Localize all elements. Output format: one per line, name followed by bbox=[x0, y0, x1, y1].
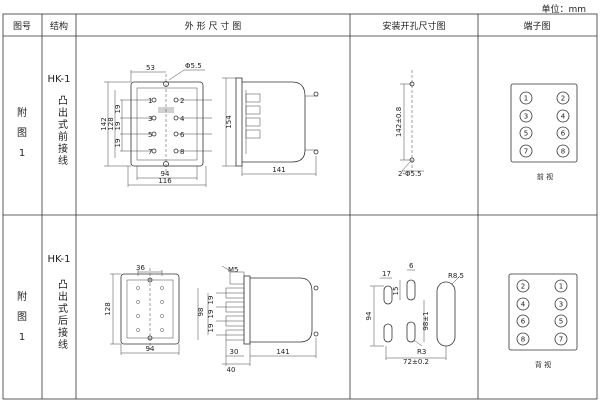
svg-text:8: 8 bbox=[180, 148, 184, 156]
svg-text:出: 出 bbox=[58, 290, 68, 303]
row-2-terminal-diagram: 2 1 4 3 6 5 8 7 背 视 bbox=[508, 273, 578, 369]
svg-text:8: 8 bbox=[561, 148, 565, 156]
svg-text:5: 5 bbox=[524, 130, 528, 138]
svg-text:附: 附 bbox=[17, 290, 27, 303]
svg-text:1: 1 bbox=[19, 148, 25, 159]
svg-text:142±0.8: 142±0.8 bbox=[395, 107, 403, 137]
svg-text:6: 6 bbox=[180, 131, 185, 139]
svg-text:19: 19 bbox=[114, 105, 122, 114]
row-1-figure-no: 附 图 1 bbox=[17, 106, 27, 159]
row-1-structure: 凸 出 式 前 接 线 bbox=[58, 95, 68, 167]
svg-text:94: 94 bbox=[365, 311, 373, 320]
svg-text:式: 式 bbox=[58, 302, 68, 315]
svg-text:19: 19 bbox=[207, 324, 215, 333]
unit-label: 单位：mm bbox=[541, 5, 586, 15]
row-1-mounting: 142±0.8 2-Φ5.5 bbox=[395, 70, 424, 178]
svg-text:94: 94 bbox=[161, 170, 170, 178]
svg-text:1: 1 bbox=[148, 97, 152, 105]
row-2-mounting: 94 17 6 15 98±1 R8.5 R3 72±0.2 bbox=[365, 262, 464, 366]
svg-text:4: 4 bbox=[521, 301, 526, 309]
svg-text:1: 1 bbox=[19, 332, 25, 343]
row-2-structure: 凸 出 式 后 接 线 bbox=[58, 279, 68, 351]
svg-text:53: 53 bbox=[146, 64, 155, 72]
svg-text:前: 前 bbox=[58, 130, 68, 143]
svg-text:98: 98 bbox=[197, 308, 205, 317]
svg-text:3: 3 bbox=[524, 113, 528, 121]
svg-text:141: 141 bbox=[272, 166, 285, 174]
svg-text:2-Φ5.5: 2-Φ5.5 bbox=[398, 170, 422, 178]
row-1-model: HK-1 bbox=[48, 74, 71, 85]
svg-text:154: 154 bbox=[225, 115, 233, 129]
svg-text:19: 19 bbox=[207, 296, 215, 305]
svg-text:7: 7 bbox=[559, 336, 563, 344]
svg-text:凸: 凸 bbox=[58, 95, 68, 107]
svg-text:128: 128 bbox=[104, 302, 112, 315]
header-terminal: 端子图 bbox=[523, 20, 550, 32]
svg-text:凸: 凸 bbox=[58, 279, 68, 291]
svg-text:17: 17 bbox=[382, 270, 391, 278]
svg-text:6: 6 bbox=[561, 130, 566, 138]
svg-text:2: 2 bbox=[521, 283, 525, 291]
svg-text:40: 40 bbox=[227, 366, 236, 374]
svg-text:式: 式 bbox=[58, 118, 68, 131]
svg-text:19: 19 bbox=[207, 310, 215, 319]
svg-text:36: 36 bbox=[136, 264, 145, 272]
svg-text:6: 6 bbox=[409, 262, 414, 270]
row-2-view-label: 背 视 bbox=[535, 360, 551, 369]
svg-text:R3: R3 bbox=[417, 348, 426, 356]
svg-text:94: 94 bbox=[146, 345, 155, 353]
header-structure: 结构 bbox=[50, 20, 68, 32]
row-2-figure-no: 附 图 1 bbox=[17, 290, 27, 343]
svg-text:128: 128 bbox=[107, 117, 115, 130]
svg-text:30: 30 bbox=[230, 348, 239, 356]
svg-text:19: 19 bbox=[114, 139, 122, 148]
svg-text:19: 19 bbox=[114, 122, 122, 131]
svg-text:15: 15 bbox=[392, 287, 400, 296]
svg-text:后: 后 bbox=[58, 315, 68, 327]
header-mounting: 安装开孔尺寸图 bbox=[382, 20, 445, 32]
row-1-side-view: 154 141 bbox=[222, 77, 319, 176]
svg-text:接: 接 bbox=[58, 326, 68, 339]
svg-text:4: 4 bbox=[561, 113, 566, 121]
svg-text:4: 4 bbox=[180, 115, 185, 123]
svg-text:6: 6 bbox=[521, 318, 526, 326]
svg-text:线: 线 bbox=[58, 154, 68, 167]
svg-text:7: 7 bbox=[524, 148, 528, 156]
svg-text:7: 7 bbox=[148, 148, 152, 156]
svg-text:接: 接 bbox=[58, 142, 68, 155]
svg-text:附: 附 bbox=[17, 106, 27, 119]
svg-text:1: 1 bbox=[559, 283, 563, 291]
svg-text:142: 142 bbox=[100, 117, 108, 130]
svg-text:R8.5: R8.5 bbox=[448, 272, 464, 280]
svg-text:出: 出 bbox=[58, 106, 68, 119]
svg-text:8: 8 bbox=[521, 336, 525, 344]
svg-text:72±0.2: 72±0.2 bbox=[403, 358, 429, 366]
svg-text:2: 2 bbox=[180, 97, 184, 105]
svg-text:3: 3 bbox=[148, 115, 152, 123]
svg-text:1: 1 bbox=[524, 95, 528, 103]
svg-text:5: 5 bbox=[559, 318, 563, 326]
svg-text:Φ5.5: Φ5.5 bbox=[185, 62, 202, 70]
header-figure-no: 图号 bbox=[13, 21, 31, 32]
svg-text:2: 2 bbox=[561, 95, 565, 103]
row-1-terminal-diagram: 1 2 3 4 5 6 7 8 前 视 bbox=[510, 83, 578, 181]
svg-text:图: 图 bbox=[17, 127, 27, 139]
svg-text:M5: M5 bbox=[228, 266, 239, 274]
svg-text:116: 116 bbox=[158, 177, 172, 185]
svg-text:141: 141 bbox=[276, 348, 289, 356]
header-outline: 外 形 尺 寸 图 bbox=[185, 20, 241, 32]
svg-text:3: 3 bbox=[559, 301, 563, 309]
row-2-rear-outline: 36 128 94 bbox=[104, 264, 180, 355]
row-1-view-label: 前 视 bbox=[537, 172, 553, 181]
svg-text:5: 5 bbox=[148, 131, 152, 139]
row-1-front-outline: 1 2 3 4 5 6 7 8 53 Φ5.5 142 128 19 19 19… bbox=[100, 62, 212, 187]
row-2-model: HK-1 bbox=[48, 254, 71, 265]
row-2-side-view: M5 98 19 19 19 30 40 141 bbox=[197, 265, 319, 374]
table-grid bbox=[2, 13, 598, 400]
svg-text:98±1: 98±1 bbox=[422, 311, 430, 330]
svg-text:图: 图 bbox=[17, 311, 27, 323]
svg-text:线: 线 bbox=[58, 338, 68, 351]
